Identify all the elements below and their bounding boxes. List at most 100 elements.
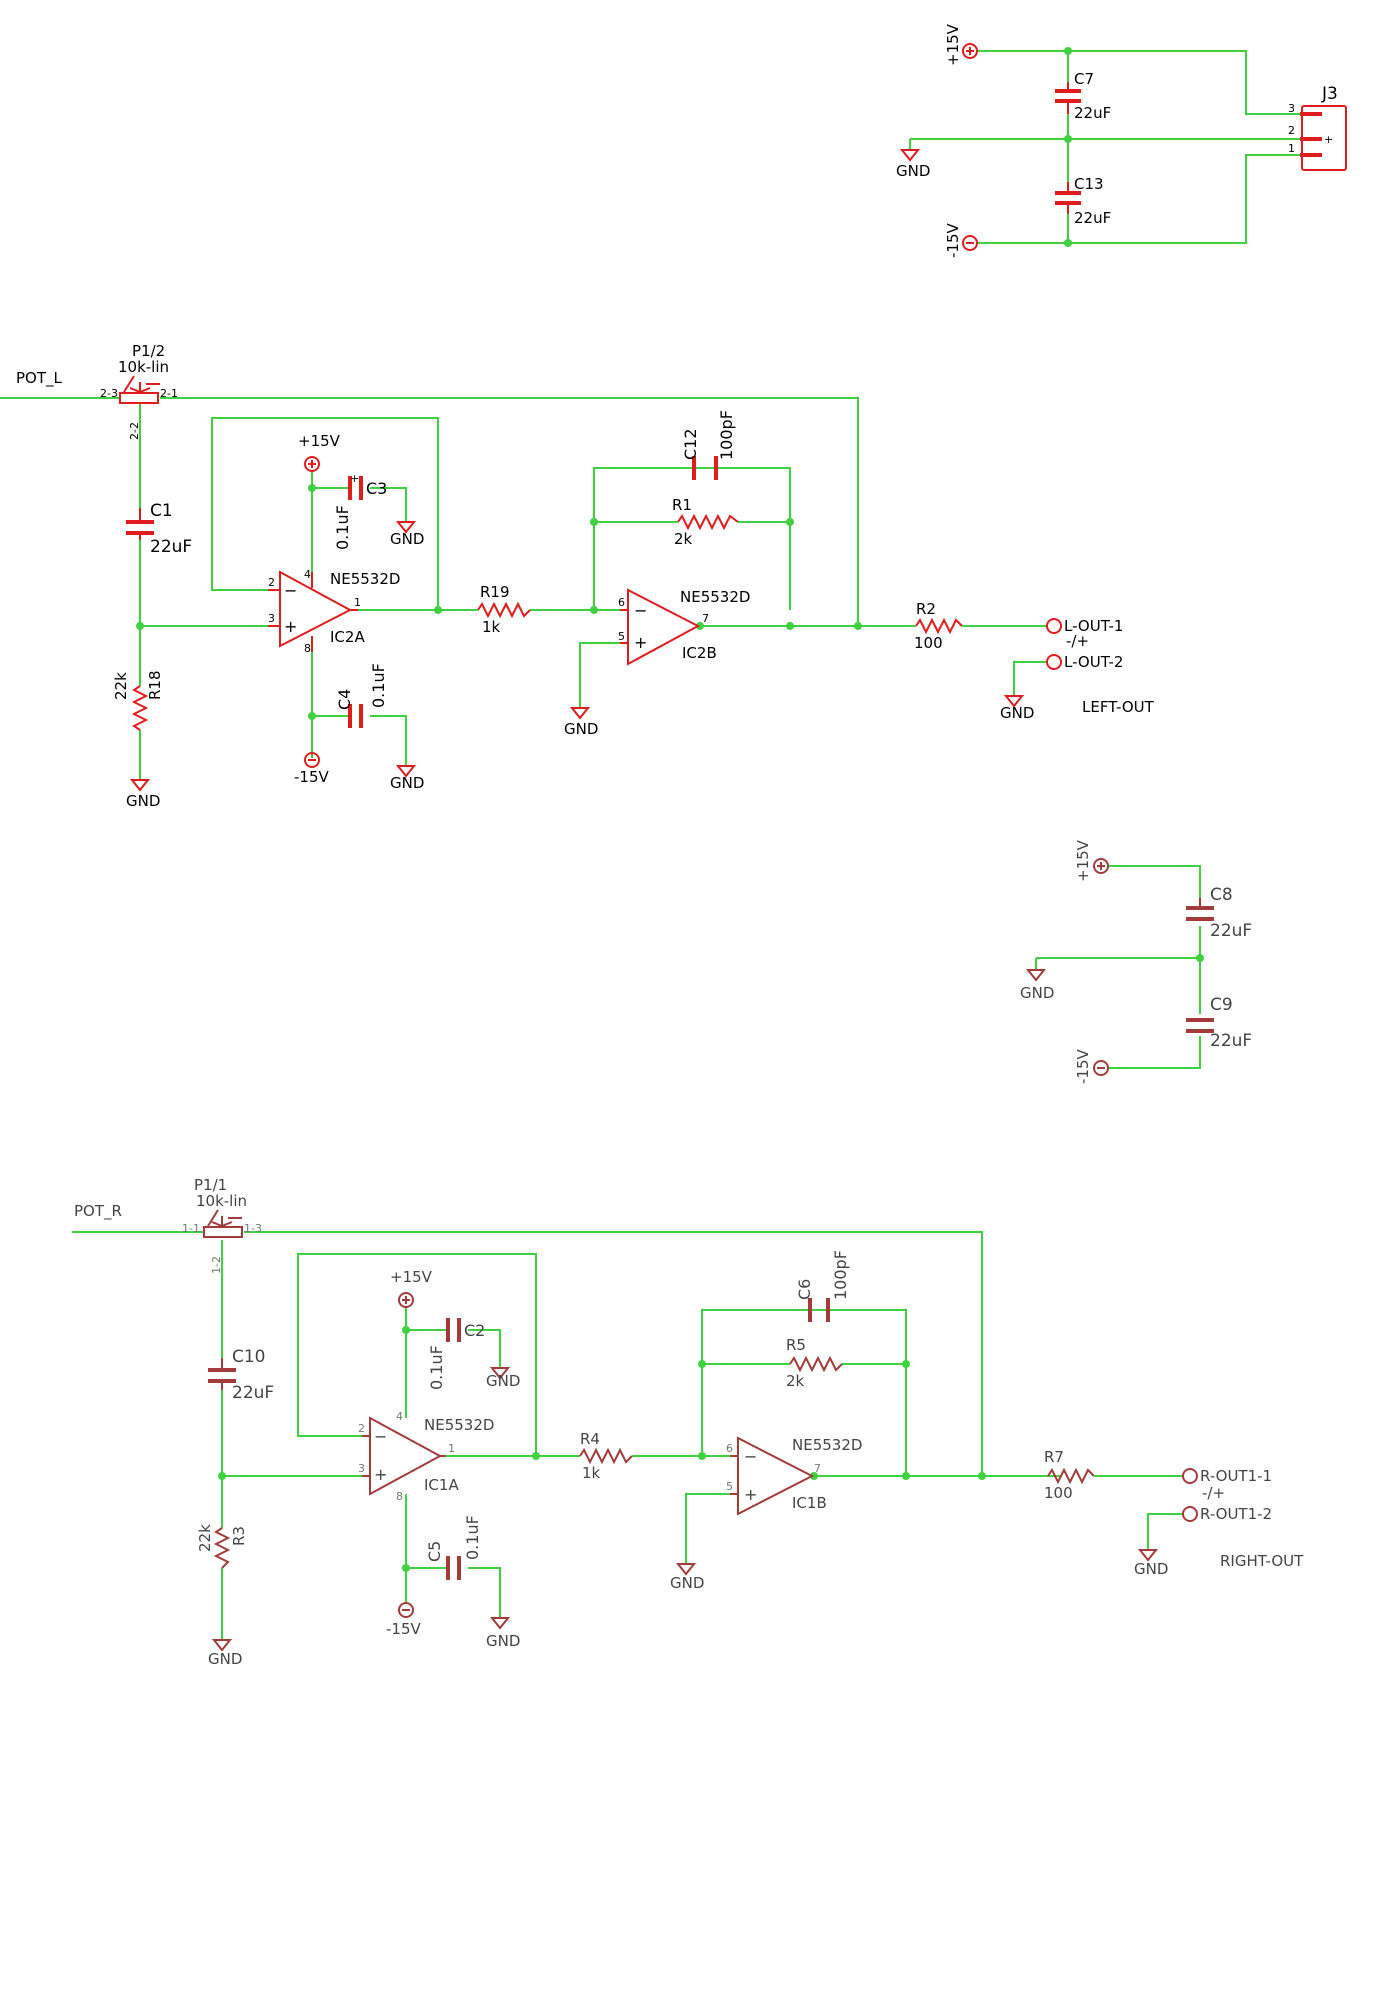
c10-name: C10 xyxy=(232,1347,266,1367)
ic2a-name: IC2A xyxy=(330,628,365,646)
p1-1-pin-b: 1-3 xyxy=(244,1222,262,1235)
resistor-r7: R7 100 xyxy=(1044,1448,1110,1502)
p1-1-name: P1/1 xyxy=(194,1176,227,1194)
r19-name: R19 xyxy=(480,583,510,601)
potentiometer-p1-2: P1/2 10k-lin 2-3 2-1 2-2 xyxy=(100,342,178,440)
r18-name: R18 xyxy=(146,670,164,700)
ic2a-pin-vn: 8 xyxy=(304,642,311,655)
resistor-r18: 22k R18 xyxy=(112,670,164,731)
resistor-r2: R2 100 xyxy=(900,600,982,652)
pot-r-net-label: POT_R xyxy=(74,1202,122,1221)
r7-name: R7 xyxy=(1044,1448,1064,1466)
output-terminal-r2: R-OUT1-2 xyxy=(1182,1505,1272,1523)
gnd-label: GND xyxy=(486,1632,520,1650)
output-terminal-l2: L-OUT-2 xyxy=(1046,653,1123,671)
r-polarity-label: -/+ xyxy=(1202,1484,1225,1502)
power-section-mid: +15V -15V GND C8 22uF C9 22uF xyxy=(1020,839,1252,1084)
vminus-label: -15V xyxy=(294,768,329,786)
c4-name: C4 xyxy=(335,689,354,710)
supply-neg-symbol: -15V xyxy=(1074,1049,1109,1084)
c5-value: 0.1uF xyxy=(463,1515,482,1560)
c10-value: 22uF xyxy=(232,1383,274,1403)
pot-l-net-label: POT_L xyxy=(16,369,63,388)
c3-name: C3 xyxy=(366,479,387,498)
gnd-symbol: GND xyxy=(486,1617,520,1650)
capacitor-c2: C2 0.1uF xyxy=(427,1318,485,1390)
gnd-symbol: GND xyxy=(126,779,160,810)
capacitor-c12: C12 100pF xyxy=(681,410,736,480)
gnd-label: GND xyxy=(390,774,424,792)
r18-value: 22k xyxy=(112,672,130,700)
p1-1-pin-w: 1-2 xyxy=(210,1256,223,1274)
ic2b-part: NE5532D xyxy=(680,588,750,606)
r3-name: R3 xyxy=(230,1526,248,1546)
gnd-symbol: GND xyxy=(670,1563,704,1592)
supply-pos-symbol: +15V xyxy=(298,432,341,472)
ic2b-plus: + xyxy=(634,633,647,652)
ic1b-pin-out: 7 xyxy=(814,1462,821,1475)
opamp-ic1b: − + 6 5 7 NE5532D IC1B xyxy=(726,1436,862,1516)
l-out-2-label: L-OUT-2 xyxy=(1064,653,1123,671)
ic2a-pin-noninv: 3 xyxy=(268,612,275,625)
right-channel: POT_R P1/1 10k-lin 1-1 1-3 1-2 C10 22uF … xyxy=(72,1176,1304,1668)
r4-value: 1k xyxy=(582,1464,601,1482)
supply-neg-symbol: -15V xyxy=(386,1602,421,1638)
l-polarity-label: -/+ xyxy=(1066,632,1089,650)
c5-name: C5 xyxy=(425,1541,444,1562)
ic1b-pin-inv: 6 xyxy=(726,1442,733,1455)
c13-name: C13 xyxy=(1074,175,1104,193)
power-section-top: +15V -15V GND C7 22uF C13 22uF 3 2 xyxy=(896,23,1347,258)
r-out-1-label: R-OUT1-1 xyxy=(1200,1467,1272,1485)
gnd-symbol: GND xyxy=(208,1639,242,1668)
gnd-symbol: GND xyxy=(486,1367,520,1390)
c13-value: 22uF xyxy=(1074,209,1111,227)
ic2b-pin-inv: 6 xyxy=(618,596,625,609)
c3-polarity: + xyxy=(350,472,359,485)
capacitor-c8: C8 22uF xyxy=(1186,885,1252,941)
capacitor-c3: C3 0.1uF + xyxy=(333,472,387,550)
vplus-label: +15V xyxy=(298,432,341,450)
c2-name: C2 xyxy=(464,1321,485,1340)
capacitor-c9: C9 22uF xyxy=(1186,995,1252,1051)
gnd-label: GND xyxy=(564,720,598,738)
c9-name: C9 xyxy=(1210,995,1233,1015)
p1-2-value: 10k-lin xyxy=(118,358,169,376)
j3-pin-1: 1 xyxy=(1288,142,1295,155)
ic2a-pin-inv: 2 xyxy=(268,576,275,589)
c6-name: C6 xyxy=(795,1279,814,1300)
supply-neg-symbol: -15V xyxy=(944,223,978,258)
supply-pos-symbol: +15V xyxy=(1074,839,1109,882)
ic2a-pin-out: 1 xyxy=(354,596,361,609)
c8-name: C8 xyxy=(1210,885,1233,905)
gnd-label: GND xyxy=(670,1574,704,1592)
ic1a-plus: + xyxy=(374,1465,387,1484)
p1-2-pin-b: 2-1 xyxy=(160,387,178,400)
ic1b-minus: − xyxy=(744,1447,757,1466)
opamp-ic2a: − + 2 3 1 4 8 NE5532D IC2A xyxy=(268,568,400,655)
c4-value: 0.1uF xyxy=(369,663,388,708)
potentiometer-p1-1: P1/1 10k-lin 1-1 1-3 1-2 xyxy=(182,1176,262,1274)
ic2b-name: IC2B xyxy=(682,644,717,662)
gnd-label: GND xyxy=(1134,1560,1168,1578)
c2-value: 0.1uF xyxy=(427,1345,446,1390)
c12-name: C12 xyxy=(681,428,700,460)
c7-value: 22uF xyxy=(1074,104,1111,122)
capacitor-c7: C7 22uF xyxy=(1055,70,1111,122)
r5-value: 2k xyxy=(786,1372,805,1390)
c12-value: 100pF xyxy=(717,410,736,460)
ic1a-pin-out: 1 xyxy=(448,1442,455,1455)
j3-pin-2: 2 xyxy=(1288,124,1295,137)
p1-1-pin-a: 1-1 xyxy=(182,1222,200,1235)
supply-pos-symbol: +15V xyxy=(944,23,978,66)
ic1a-pin-vn: 8 xyxy=(396,1490,403,1503)
capacitor-c5: C5 0.1uF xyxy=(425,1515,482,1580)
resistor-r5: R5 2k xyxy=(786,1336,843,1390)
r2-name: R2 xyxy=(916,600,936,618)
c8-value: 22uF xyxy=(1210,921,1252,941)
r1-value: 2k xyxy=(674,530,693,548)
p1-2-pin-w: 2-2 xyxy=(128,422,141,440)
r7-value: 100 xyxy=(1044,1484,1073,1502)
capacitor-c1: C1 22uF xyxy=(126,501,192,557)
c3-value: 0.1uF xyxy=(333,505,352,550)
